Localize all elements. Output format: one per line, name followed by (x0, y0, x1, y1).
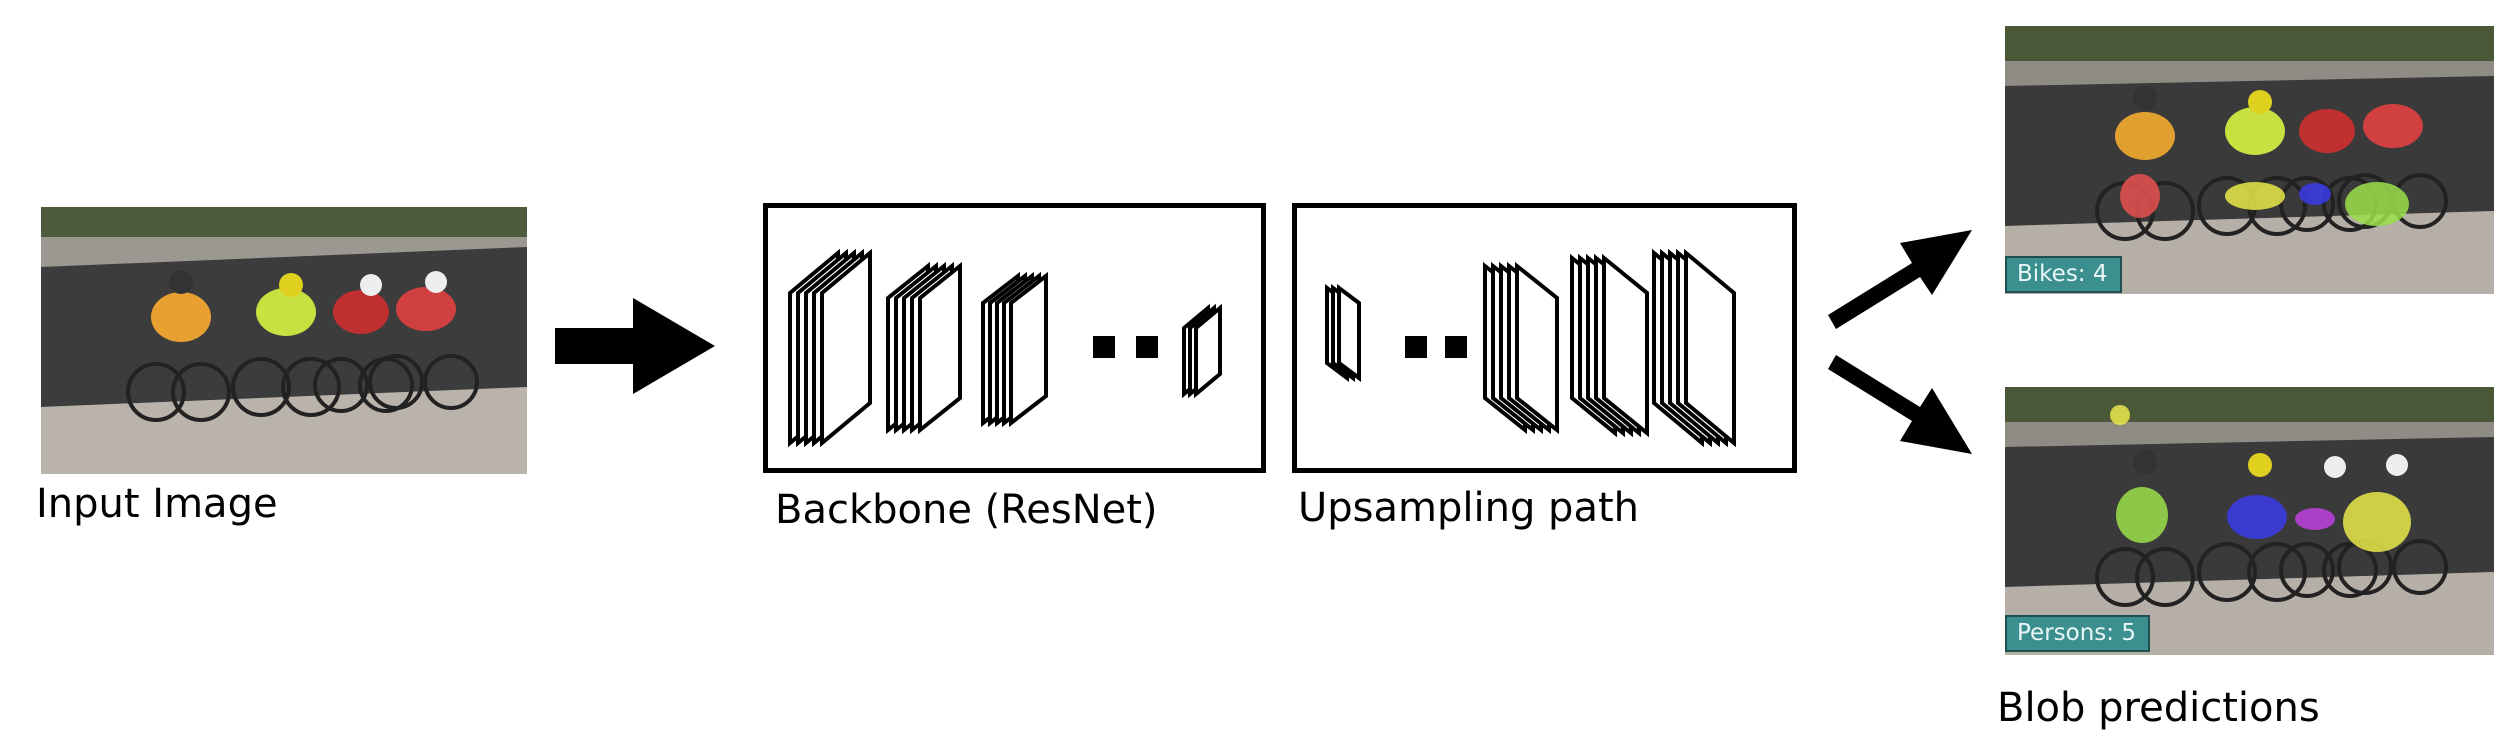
input-image (41, 207, 527, 474)
bikes-count-badge: Bikes: 4 (2005, 256, 2122, 294)
blob-blue (2227, 495, 2287, 539)
ellipsis-icon (1405, 336, 1467, 358)
ellipsis-icon (1093, 336, 1158, 358)
upsampling-layers (1325, 248, 1736, 448)
blob-blue (2299, 183, 2331, 205)
backbone-label: Backbone (ResNet) (775, 487, 1158, 533)
persons-prediction-image: Persons: 5 (2005, 387, 2494, 655)
blob-green (2116, 487, 2168, 543)
right-arrow-icon (555, 298, 715, 394)
up-right-arrow-icon (1828, 230, 1972, 329)
backbone-box (763, 203, 1266, 473)
backbone-layers (788, 248, 1222, 448)
blob-red (2120, 174, 2160, 218)
blob-purple (2295, 508, 2335, 530)
bikes-photo (2005, 26, 2494, 294)
persons-count-badge: Persons: 5 (2005, 615, 2150, 653)
input-image-label: Input Image (36, 481, 278, 527)
persons-photo (2005, 387, 2494, 655)
upsampling-label: Upsampling path (1298, 485, 1639, 531)
blob-green (2345, 182, 2409, 226)
blob-yellow (2343, 492, 2411, 552)
bikes-prediction-image: Bikes: 4 (2005, 26, 2494, 294)
blob-yellow-small (2110, 405, 2130, 425)
blob-predictions-label: Blob predictions (1997, 685, 2320, 731)
blob-yellow (2225, 182, 2285, 210)
down-right-arrow-icon (1828, 355, 1972, 454)
cyclists-photo (41, 207, 527, 474)
upsampling-box (1292, 203, 1797, 473)
